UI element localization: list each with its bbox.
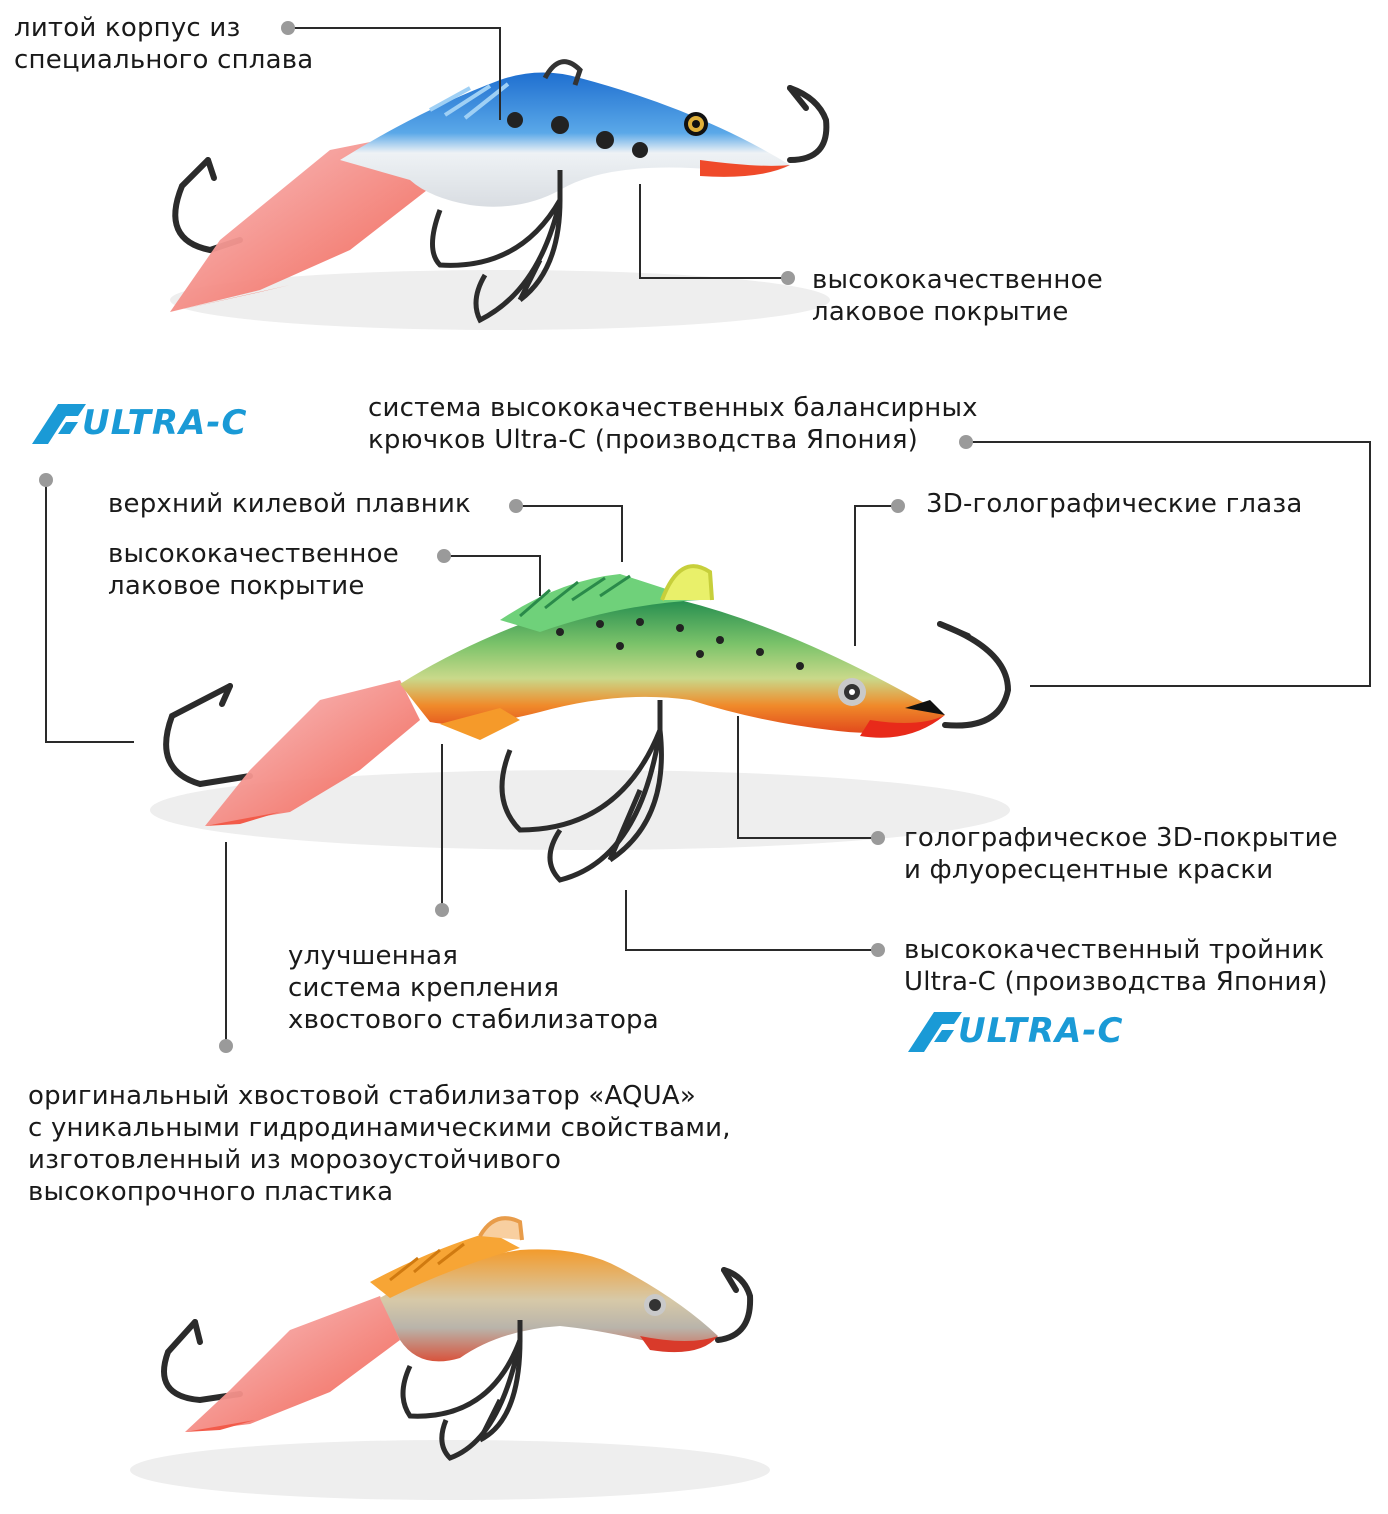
label-line: с уникальными гидродинамическими свойств… [28, 1113, 731, 1143]
leader-line-lacquer-mid [444, 555, 541, 596]
lure-orange-image [130, 1216, 770, 1500]
label-line: 3D-голографические глаза [926, 489, 1303, 519]
label-line: лаковое покрытие [812, 297, 1069, 327]
leader-line-lacquer-top [639, 184, 788, 279]
label-line: специального сплава [14, 45, 314, 75]
leader-line-ultra-left [45, 480, 134, 743]
label-line: Ultra-C (производства Япония) [904, 967, 1328, 997]
label-line: оригинальный хвостовой стабилизатор «AQU… [28, 1081, 697, 1111]
ultra-c-mark-icon [32, 404, 86, 444]
label-line: голографическое 3D-покрытие [904, 823, 1338, 853]
ultra-c-logo-bottom: ULTRA-C [904, 1008, 1123, 1054]
label-line: хвостового стабилизатора [288, 1005, 659, 1035]
leader-line-holo [737, 716, 878, 839]
label-line: улучшенная [288, 941, 459, 971]
label-tail-mount: улучшенная система крепления хвостового … [288, 940, 659, 1036]
leader-line-eyes [854, 505, 898, 646]
label-line: литой корпус из [14, 13, 241, 43]
leader-line-dorsal-fin [516, 505, 623, 562]
label-cast-body: литой корпус из специального сплава [14, 12, 313, 76]
label-line: высокопрочного пластика [28, 1177, 394, 1207]
label-line: лаковое покрытие [108, 571, 365, 601]
leader-lines [45, 27, 1371, 1046]
leader-line-treble [625, 890, 878, 951]
lure-blue-image [170, 59, 830, 330]
label-lacquer-mid: высококачественное лаковое покрытие [108, 538, 399, 602]
leader-line-cast-body [288, 27, 501, 120]
label-line: система высококачественных балансирных [368, 393, 978, 423]
ultra-c-logo-text: ULTRA-C [82, 403, 248, 443]
ultra-c-mark-icon [908, 1012, 962, 1052]
label-hooks-system: система высококачественных балансирных к… [368, 392, 978, 456]
label-lacquer-top: высококачественное лаковое покрытие [812, 264, 1103, 328]
lure-green-image [150, 564, 1012, 883]
label-holo-coating: голографическое 3D-покрытие и флуоресцен… [904, 822, 1338, 886]
ultra-c-logo-text: ULTRA-C [958, 1011, 1124, 1051]
label-eyes-3d: 3D-голографические глаза [926, 488, 1303, 520]
label-line: крючков Ultra-C (производства Япония) [368, 425, 919, 455]
label-line: высококачественное [108, 539, 399, 569]
label-line: изготовленный из морозоустойчивого [28, 1145, 562, 1175]
label-treble-hook: высококачественный тройник Ultra-C (прои… [904, 934, 1328, 998]
label-dorsal-fin: верхний килевой плавник [108, 488, 471, 520]
label-line: и флуоресцентные краски [904, 855, 1274, 885]
label-line: высококачественный тройник [904, 935, 1325, 965]
label-line: высококачественное [812, 265, 1103, 295]
leader-dots [39, 21, 973, 1053]
ultra-c-logo: ULTRA-C [28, 400, 247, 446]
leader-line-hooks-system [966, 441, 1371, 687]
label-line: верхний килевой плавник [108, 489, 471, 519]
label-line: система крепления [288, 973, 560, 1003]
label-aqua-tail: оригинальный хвостовой стабилизатор «AQU… [28, 1080, 731, 1208]
